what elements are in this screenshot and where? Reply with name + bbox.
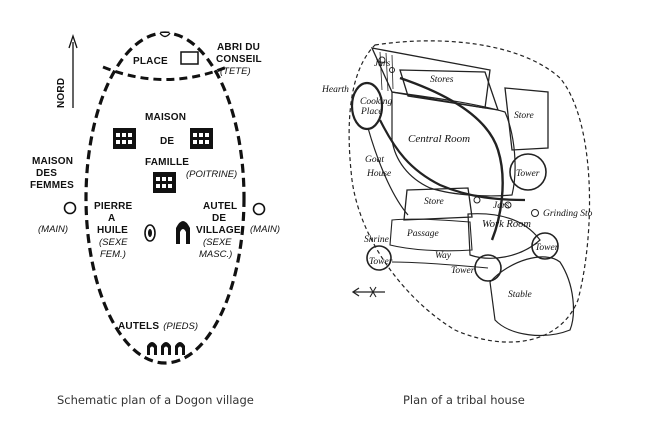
grinding-label: Grinding Sto: [543, 209, 593, 219]
autel-label-line3: VILLAGE: [196, 225, 241, 236]
way-label: Way: [435, 251, 452, 261]
right-hand-marker: [252, 202, 266, 216]
autels-text: AUTELS: [118, 321, 159, 332]
goat-house-wall: [367, 127, 409, 216]
place-square: [180, 51, 199, 65]
autels-label: AUTELS (PIEDS): [118, 321, 198, 332]
tower-far-right-label: Tower: [535, 243, 559, 253]
village-boundary: [84, 31, 246, 365]
dogon-caption: Schematic plan of a Dogon village: [57, 393, 254, 407]
tower-bottom: [474, 254, 502, 282]
autel-label-line5: MASC.): [199, 249, 232, 260]
autel-label-line1: AUTEL: [203, 201, 237, 212]
hearth-label: Hearth: [321, 85, 349, 95]
village-top-notch: [159, 32, 171, 38]
poitrine-label: (POITRINE): [186, 169, 237, 180]
village-altar-icon: [176, 221, 190, 244]
store-right-room: [504, 87, 549, 151]
north-label: NORD: [56, 78, 67, 108]
pierre-label-line1: PIERRE: [94, 201, 133, 212]
store-right-label: Store: [514, 111, 534, 121]
passage-outline: [389, 218, 473, 252]
tower-left-label: Tower: [369, 257, 393, 267]
tribal-house-plan: [348, 40, 591, 343]
femmes-label-line1: MAISON: [32, 156, 73, 167]
main-wall-curve: [399, 76, 504, 241]
way-path: [391, 261, 489, 269]
de-label: DE: [160, 136, 174, 147]
enclosure-boundary: [348, 40, 591, 343]
stable-outline: [489, 256, 575, 337]
pierre-label-line3: HUILE: [97, 225, 128, 236]
shrine-label: Shrine: [364, 235, 389, 245]
work-room-label: Work Room: [482, 219, 531, 230]
abri-label-line1: ABRI DU: [217, 42, 260, 53]
pierre-label-line5: FEM.): [100, 249, 126, 260]
entrance-arrow-icon: [351, 286, 385, 298]
tower-left: [366, 245, 392, 271]
central-room-label: Central Room: [408, 133, 470, 145]
store-mid-room: [403, 187, 473, 221]
place-label: PLACE: [133, 56, 168, 67]
north-arrow-icon: [68, 33, 78, 108]
family-house-icon: [113, 128, 136, 149]
tower-right-label: Tower: [516, 169, 540, 179]
passage-label: Passage: [406, 229, 439, 239]
femmes-label-line2: DES: [36, 168, 57, 179]
jars-top-label: Jars: [374, 59, 391, 69]
oil-stone-icon: [144, 224, 156, 242]
cooking-label-line1: Cooking: [360, 97, 392, 107]
tower-right: [509, 153, 547, 191]
stores-label: Stores: [430, 75, 454, 85]
femmes-label-line3: FEMMES: [30, 180, 74, 191]
central-room-outline: [391, 91, 516, 197]
abri-label-line3: (TETE): [220, 66, 251, 77]
goat-label-line1: Goat: [365, 155, 384, 165]
tower-far-right: [531, 232, 559, 260]
stable-label: Stable: [508, 290, 532, 300]
pierre-label-line4: (SEXE: [99, 237, 128, 248]
pieds-text: (PIEDS): [163, 321, 198, 332]
family-house-icon: [153, 172, 176, 193]
dogon-village-plan: NORD PLACE ABRI DU CONSEIL (TETE) MAISON…: [30, 31, 280, 365]
tribal-labels: Hearth Jars Cooking Place Stores Store C…: [321, 59, 593, 300]
women-house-marker: [63, 201, 77, 215]
pierre-label-line2: A: [108, 213, 115, 224]
tower-bottom-label: Tower: [451, 266, 475, 276]
goat-label-line2: House: [366, 169, 391, 179]
tribal-caption: Plan of a tribal house: [403, 393, 525, 407]
maison-label: MAISON: [145, 112, 186, 123]
abri-label-line2: CONSEIL: [216, 54, 262, 65]
foot-altars-icon: [147, 342, 185, 355]
family-house-icon: [190, 128, 213, 149]
cooking-place-hearth: [350, 81, 384, 131]
autel-label-line4: (SEXE: [203, 237, 232, 248]
main-left-label: (MAIN): [38, 224, 68, 235]
famille-label: FAMILLE: [145, 157, 189, 168]
autel-label-line2: DE: [212, 213, 226, 224]
head-division-line: [102, 65, 228, 81]
main-right-label: (MAIN): [250, 224, 280, 235]
work-room-outline: [467, 213, 541, 259]
cooking-label-line2: Place: [360, 107, 383, 117]
jars-mid-label: Jars: [493, 201, 510, 211]
store-mid-label: Store: [424, 197, 444, 207]
